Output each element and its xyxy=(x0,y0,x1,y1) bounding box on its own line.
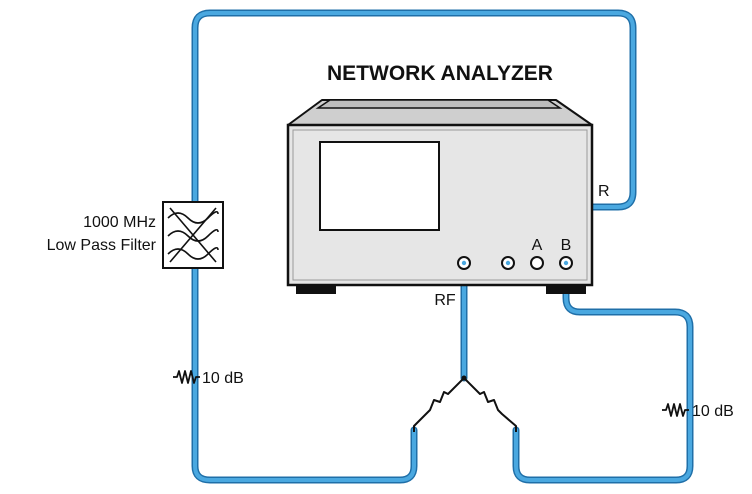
port-rf xyxy=(457,256,471,270)
analyzer-foot-left xyxy=(296,285,336,294)
attenuator-right-label: 10 dB xyxy=(692,403,734,420)
filter-label-line1: 1000 MHz xyxy=(83,214,156,231)
diagram-title: NETWORK ANALYZER xyxy=(327,62,553,85)
network-analyzer xyxy=(286,99,594,294)
attenuator-left-icon xyxy=(173,370,200,384)
port-a xyxy=(530,256,544,270)
filter-label-line2: Low Pass Filter xyxy=(47,237,157,254)
port-b xyxy=(559,256,573,270)
analyzer-foot-right xyxy=(546,285,586,294)
attenuator-left-label: 10 dB xyxy=(202,370,244,387)
power-splitter xyxy=(413,377,517,432)
filter-wave-icon xyxy=(167,207,219,263)
attenuator-right-icon xyxy=(662,403,689,417)
analyzer-screen xyxy=(319,141,440,231)
port-label-a: A xyxy=(532,237,543,254)
cable-b-loop xyxy=(512,259,694,484)
port-label-r: R xyxy=(598,183,610,200)
splitter-node xyxy=(461,375,467,381)
port-label-rf: RF xyxy=(434,292,456,309)
port-r xyxy=(501,256,515,270)
port-label-b: B xyxy=(561,237,572,254)
analyzer-handle xyxy=(315,99,563,109)
low-pass-filter xyxy=(162,201,224,269)
